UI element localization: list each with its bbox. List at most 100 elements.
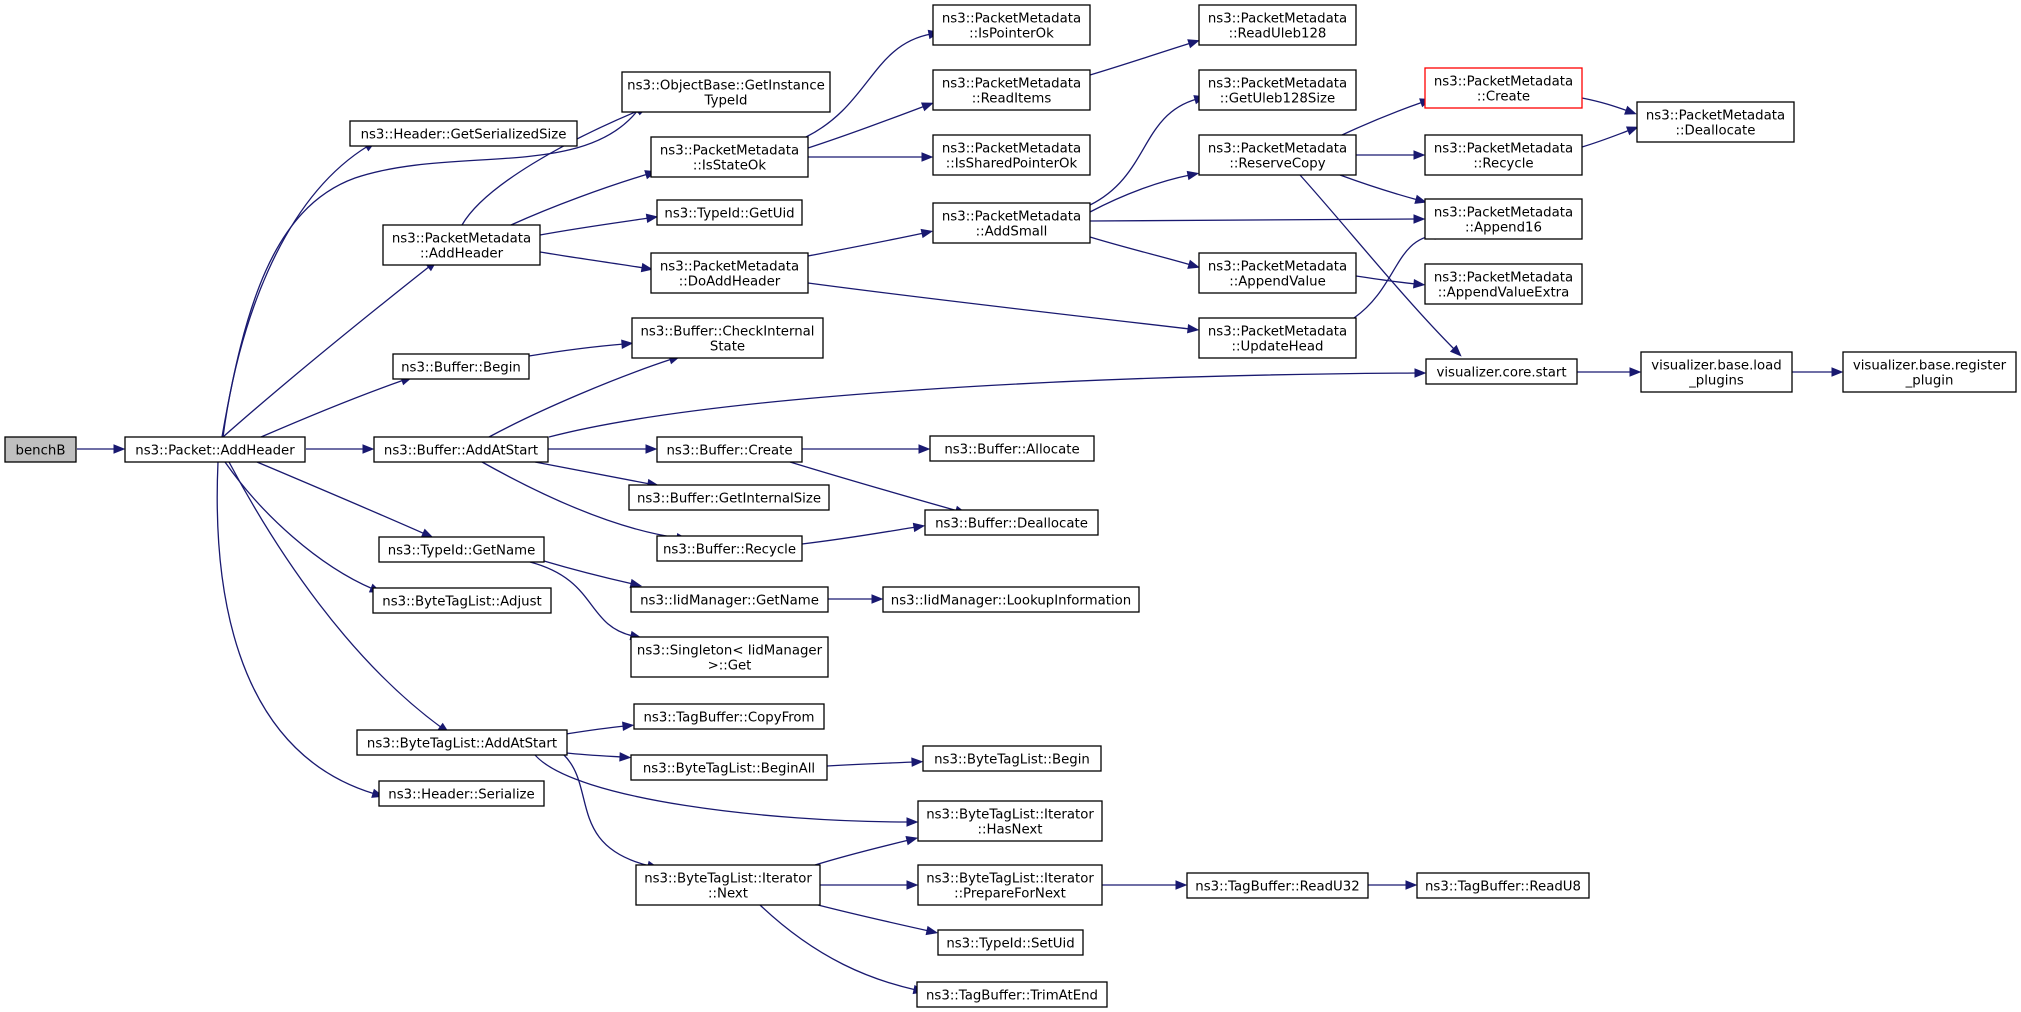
node-packet-addheader[interactable]: ns3::Packet::AddHeader [124, 436, 306, 463]
node-bytetaglist-adjust[interactable]: ns3::ByteTagList::Adjust [372, 587, 552, 614]
node-pm-addsmall[interactable]: ns3::PacketMetadata::AddSmall [932, 202, 1091, 244]
node-tagbuffer-trimatend[interactable]: ns3::TagBuffer::TrimAtEnd [916, 981, 1108, 1008]
node-pm-addheader[interactable]: ns3::PacketMetadata::AddHeader [382, 224, 541, 266]
node-box [937, 929, 1084, 956]
edge-line [548, 372, 1418, 438]
edge-arrowhead [920, 228, 934, 239]
node-pm-deallocate[interactable]: ns3::PacketMetadata::Deallocate [1636, 101, 1795, 143]
node-label: ns3::IidManager::LookupInformation [891, 594, 1131, 609]
edge-line [228, 461, 443, 729]
node-iterator-next[interactable]: ns3::ByteTagList::Iterator::Next [635, 864, 821, 906]
node-buffer-create[interactable]: ns3::Buffer::Create [656, 436, 803, 463]
node-label: ns3::Buffer::GetInternalSize [637, 492, 821, 507]
node-buffer-getinternalsize[interactable]: ns3::Buffer::GetInternalSize [628, 484, 830, 511]
node-box [349, 120, 578, 147]
edge-line [1089, 236, 1192, 266]
node-buffer-recycle[interactable]: ns3::Buffer::Recycle [656, 535, 803, 562]
node-label: ns3::PacketMetadata [1434, 142, 1573, 157]
node-label: ::IsStateOk [693, 159, 766, 174]
node-box [1842, 351, 2017, 393]
edge-line [529, 561, 634, 637]
edge-arrowhead [1414, 368, 1427, 378]
node-pm-create[interactable]: ns3::PacketMetadata::Create [1424, 67, 1583, 109]
edge-arrowhead [629, 578, 643, 589]
node-bytetaglist-begin[interactable]: ns3::ByteTagList::Begin [922, 745, 1102, 772]
node-iidmanager-getname[interactable]: ns3::IidManager::GetName [630, 586, 829, 613]
edge-line [1341, 101, 1424, 136]
node-label: ns3::ByteTagList::AddAtStart [367, 737, 557, 752]
edge-line [807, 282, 1191, 330]
edge-arrowhead [920, 102, 934, 112]
node-tagbuffer-readu32[interactable]: ns3::TagBuffer::ReadU32 [1186, 872, 1369, 899]
node-buffer-begin[interactable]: ns3::Buffer::Begin [392, 353, 530, 380]
node-visualizer-base-register-plugin[interactable]: visualizer.base.register_plugin [1842, 351, 2017, 393]
node-label: ns3::Header::GetSerializedSize [361, 128, 567, 143]
node-pm-doaddheader[interactable]: ns3::PacketMetadata::DoAddHeader [650, 252, 809, 294]
edge-pm_create-to-pm_deallocate [1581, 97, 1637, 115]
node-benchB[interactable]: benchB [4, 436, 77, 463]
edge-line [224, 461, 374, 590]
edge-line [488, 358, 673, 438]
node-label: ns3::ByteTagList::Iterator [644, 872, 812, 887]
edge-arrowhead [1413, 150, 1426, 160]
node-visualizer-core-start[interactable]: visualizer.core.start [1425, 358, 1578, 385]
node-iidmanager-lookupinformation[interactable]: ns3::IidManager::LookupInformation [882, 586, 1140, 613]
node-visualizer-base-load-plugins[interactable]: visualizer.base.load_plugins [1640, 351, 1793, 393]
node-tagbuffer-readu8[interactable]: ns3::TagBuffer::ReadU8 [1416, 872, 1590, 899]
node-box [932, 202, 1091, 244]
node-box [621, 71, 831, 113]
node-box [124, 436, 306, 463]
edge-line [1089, 98, 1198, 206]
node-label: ns3::TagBuffer::ReadU8 [1425, 880, 1581, 895]
node-label: ns3::Buffer::AddAtStart [384, 444, 538, 459]
node-pm-updatehead[interactable]: ns3::PacketMetadata::UpdateHead [1198, 317, 1357, 359]
node-buffer-addatstart[interactable]: ns3::Buffer::AddAtStart [373, 436, 549, 463]
node-iterator-hasnext[interactable]: ns3::ByteTagList::Iterator::HasNext [917, 800, 1103, 842]
node-bytetaglist-addatstart[interactable]: ns3::ByteTagList::AddAtStart [356, 729, 568, 756]
node-pm-isstateok[interactable]: ns3::PacketMetadata::IsStateOk [650, 136, 809, 178]
node-label: ::AddHeader [420, 247, 504, 262]
node-label: ::AppendValue [1229, 275, 1326, 290]
edge-buffer_addatstart-to-visualizer_core_start [548, 368, 1427, 438]
node-pm-recycle[interactable]: ns3::PacketMetadata::Recycle [1424, 134, 1583, 176]
node-tagbuffer-copyfrom[interactable]: ns3::TagBuffer::CopyFrom [633, 703, 825, 730]
node-box [656, 199, 803, 226]
node-pm-appendvalueextra[interactable]: ns3::PacketMetadata::AppendValueExtra [1424, 263, 1583, 305]
node-typeid-getname[interactable]: ns3::TypeId::GetName [378, 536, 545, 563]
node-label: ns3::ByteTagList::BeginAll [643, 762, 815, 777]
node-pm-issharedpointerok[interactable]: ns3::PacketMetadata::IsSharedPointerOk [932, 134, 1091, 176]
edge-arrowhead [1187, 324, 1200, 334]
edge-line [801, 526, 917, 545]
node-pm-readuleb128[interactable]: ns3::PacketMetadata::ReadUleb128 [1198, 4, 1357, 46]
node-pm-appendvalue[interactable]: ns3::PacketMetadata::AppendValue [1198, 252, 1357, 294]
node-box [631, 317, 824, 359]
node-buffer-deallocate[interactable]: ns3::Buffer::Deallocate [924, 509, 1099, 536]
node-pm-ispointerok[interactable]: ns3::PacketMetadata::IsPointerOk [932, 4, 1091, 46]
node-label: ::Deallocate [1676, 124, 1756, 139]
node-pm-getuleb128size[interactable]: ns3::PacketMetadata::GetUleb128Size [1198, 69, 1357, 111]
edge-packet_addheader-to-typeid_getname [256, 461, 434, 538]
node-typeid-getuid[interactable]: ns3::TypeId::GetUid [656, 199, 803, 226]
node-header-serialize[interactable]: ns3::Header::Serialize [378, 780, 545, 807]
edge-line [543, 560, 634, 585]
edge-line [565, 752, 623, 758]
node-pm-readitems[interactable]: ns3::PacketMetadata::ReadItems [932, 69, 1091, 111]
node-pm-append16[interactable]: ns3::PacketMetadata::Append16 [1424, 198, 1583, 240]
node-box [932, 134, 1091, 176]
node-label: visualizer.base.load [1651, 359, 1781, 374]
node-iterator-preparefornext[interactable]: ns3::ByteTagList::Iterator::PrepareForNe… [917, 864, 1103, 906]
node-box [630, 636, 829, 678]
edge-arrowhead [640, 262, 654, 273]
node-header-getserializedsize[interactable]: ns3::Header::GetSerializedSize [349, 120, 578, 147]
node-box [356, 729, 568, 756]
node-buffer-allocate[interactable]: ns3::Buffer::Allocate [929, 435, 1095, 462]
edge-line [256, 461, 426, 535]
node-pm-reservecopy[interactable]: ns3::PacketMetadata::ReserveCopy [1198, 134, 1357, 176]
node-typeid-setuid[interactable]: ns3::TypeId::SetUid [937, 929, 1084, 956]
node-bytetaglist-beginall[interactable]: ns3::ByteTagList::BeginAll [630, 754, 828, 781]
edge-arrowhead [362, 444, 375, 454]
edge-benchB-to-packet_addheader [77, 444, 126, 454]
node-singleton-get[interactable]: ns3::Singleton< IidManager>::Get [630, 636, 829, 678]
